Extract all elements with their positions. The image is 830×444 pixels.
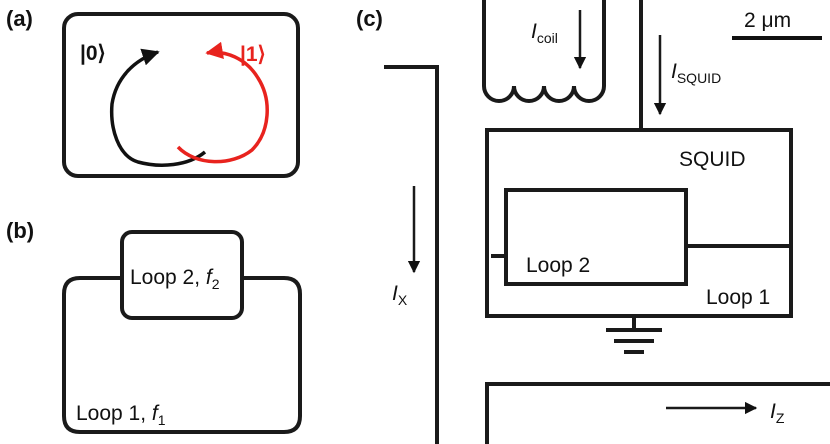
loop2-inner-label: Loop 2: [526, 254, 590, 277]
panel-b-tag: (b): [6, 218, 34, 243]
loop1-f1-label: Loop 1, f1: [76, 402, 166, 428]
x-bias-line: [384, 65, 439, 444]
x-current-label: IX: [392, 282, 408, 308]
coil-current-label: Icoil: [531, 20, 558, 46]
z-current-label: IZ: [770, 400, 785, 426]
state1-label: |1⟩: [240, 43, 266, 66]
squid-current-label: ISQUID: [671, 60, 721, 86]
coil: [482, 0, 606, 103]
panel-b: (b) Loop 2, f2 Loop 1, f1: [6, 218, 311, 434]
loop1-path: [62, 276, 302, 434]
scale-bar-label: 2 μm: [744, 9, 791, 32]
state0-arrow: [109, 48, 207, 167]
state1-arrow: [176, 41, 269, 164]
panel-a-loop: [62, 12, 300, 178]
loop1-inner-label: Loop 1: [706, 286, 770, 309]
loop2-f2-label: Loop 2, f2: [130, 266, 220, 292]
squid-label: SQUID: [679, 148, 746, 171]
panel-a-tag: (a): [6, 6, 33, 31]
panel-c: (c) 2 μm Icoil ISQUID IX IZ SQUID Loop 2…: [356, 0, 830, 444]
loop2-inner-box: [504, 188, 688, 286]
squid-box: [485, 128, 793, 318]
loop2-box: [120, 230, 244, 320]
ground-icon: [606, 328, 662, 354]
panel-a: (a) |0⟩ |1⟩: [6, 3, 309, 178]
z-bias-line: [485, 382, 830, 444]
panel-c-tag: (c): [356, 6, 383, 31]
state0-label: |0⟩: [80, 42, 106, 65]
